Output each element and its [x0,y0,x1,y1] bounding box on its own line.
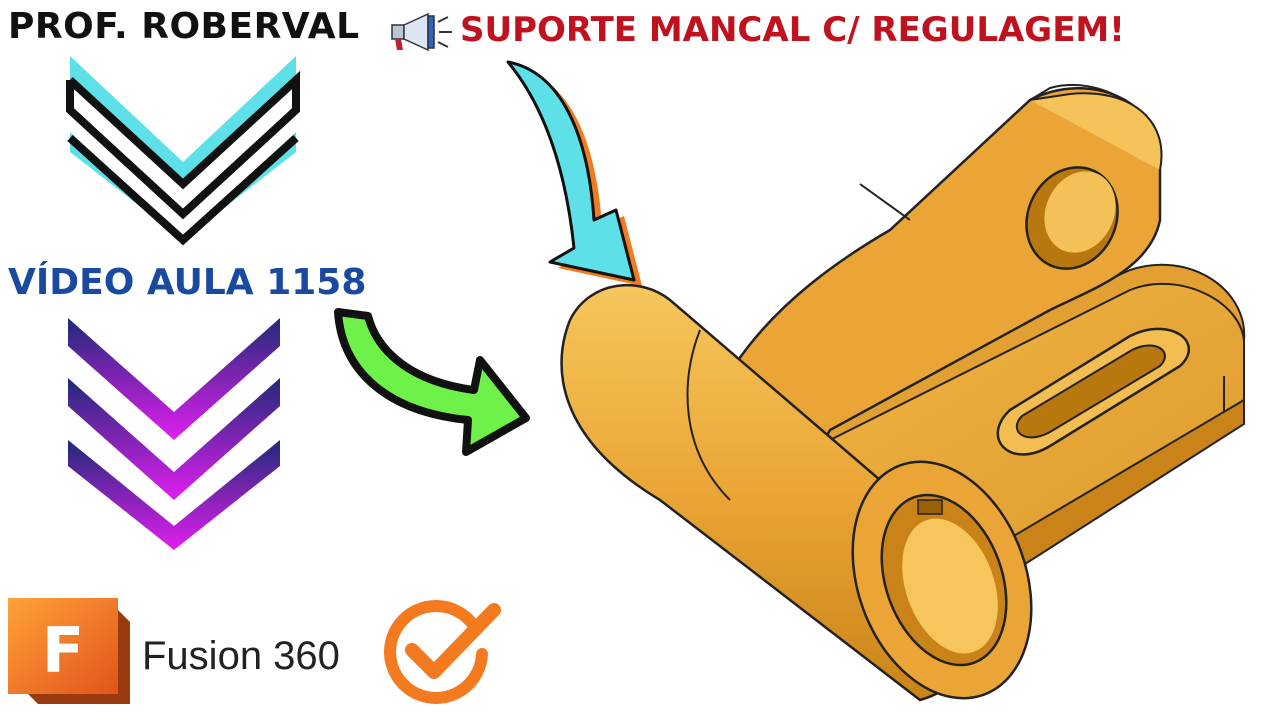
bearing-support-part [560,83,1246,702]
fusion-label: Fusion 360 [142,634,340,678]
fusion-logo-letter: F [42,614,84,687]
author-title: PROF. ROBERVAL [8,6,360,47]
chevron-down-icon [66,56,300,246]
lesson-label: VÍDEO AULA 1158 [8,262,367,303]
chevron-down-icon [68,318,280,550]
fusion-logo-icon: F [8,598,130,704]
check-circle-icon [384,599,501,704]
arrow-icon [506,60,642,286]
arrow-icon [334,308,530,456]
megaphone-icon [391,12,452,52]
headline: SUPORTE MANCAL C/ REGULAGEM! [460,10,1125,50]
